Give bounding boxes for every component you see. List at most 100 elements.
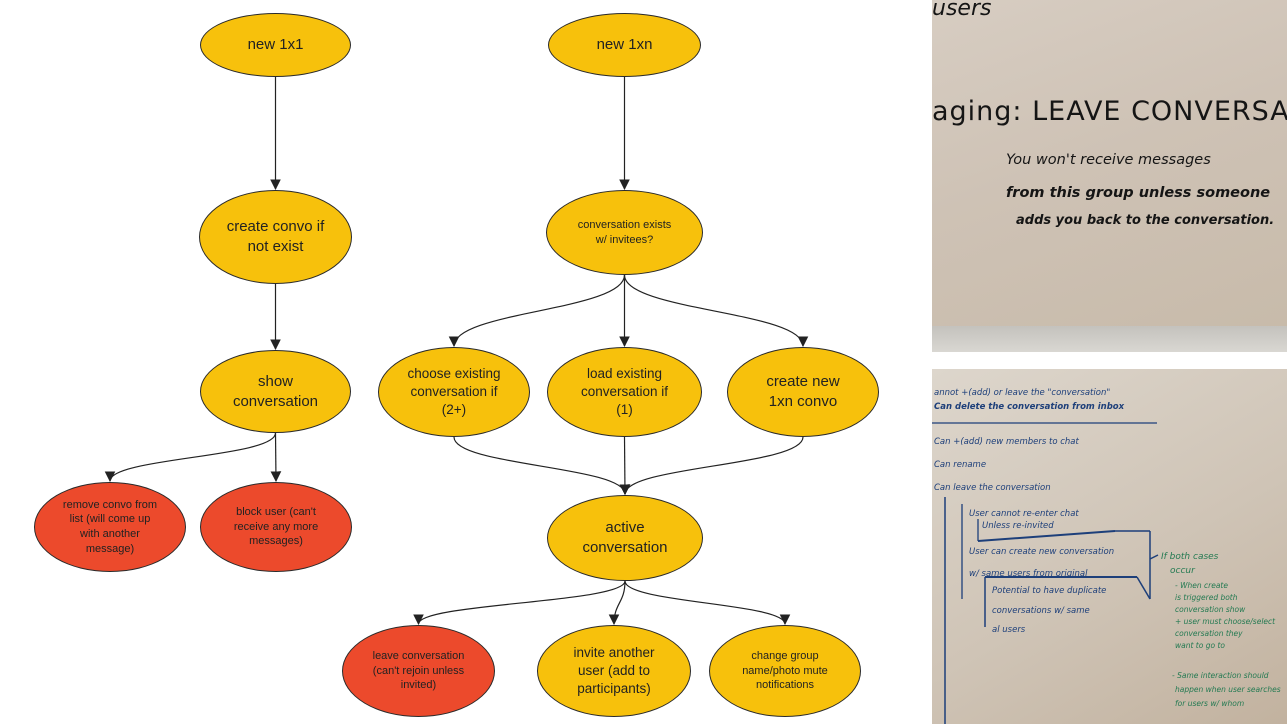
handwritten-line: User cannot re-enter chat xyxy=(969,509,1079,519)
node-label: active conversation xyxy=(582,518,667,558)
handwritten-line: Can delete the conversation from inbox xyxy=(934,402,1125,412)
node-label-line: remove convo from xyxy=(62,498,158,511)
node-create-new-1xn: create new 1xn convo xyxy=(727,347,879,437)
handwritten-note: - When create xyxy=(1175,581,1228,590)
node-label-line: participants) xyxy=(577,680,651,696)
edge-choose-existing-to-active-conversation xyxy=(453,436,631,496)
handwritten-line: Can leave the conversation xyxy=(934,483,1051,493)
node-label-line: conversation xyxy=(232,392,319,410)
node-label: choose existing conversation if(2+) xyxy=(407,365,500,418)
node-label: conversation exists w/ invitees? xyxy=(578,218,672,247)
node-label-line: with another xyxy=(80,528,140,540)
handwritten-note: - Same interaction should xyxy=(1172,671,1269,680)
node-label-line: not exist xyxy=(247,238,304,255)
node-label: create new 1xn convo xyxy=(766,372,839,412)
node-label-line: conversation if xyxy=(580,384,669,400)
handwritten-note: happen when user searches xyxy=(1175,685,1281,694)
node-label-line: create new xyxy=(766,373,840,391)
handwritten-note: + user must choose/select xyxy=(1175,617,1276,626)
node-create-convo: create convo if not exist xyxy=(199,190,352,284)
handwritten-note: want to go to xyxy=(1175,641,1225,650)
node-label-line: show xyxy=(257,372,294,390)
node-label-line: change group xyxy=(751,650,819,663)
node-new-1xn: new 1xn xyxy=(548,13,701,77)
handwritten-line: aging: LEAVE CONVERSATION? xyxy=(932,96,1287,127)
node-label-line: 1xn convo xyxy=(768,393,838,410)
node-label-line: w/ invitees? xyxy=(595,233,654,246)
handwritten-note: conversation show xyxy=(1175,605,1246,614)
handwritten-line: users xyxy=(932,0,992,21)
node-label: create convo if not exist xyxy=(227,217,325,257)
edge-conversation-exists-to-create-new-1xn xyxy=(623,274,809,348)
node-label-line: (2+) xyxy=(441,401,467,417)
handwritten-line: annot +(add) or leave the "conversation" xyxy=(934,388,1111,398)
edge-active-conversation-to-change-group xyxy=(624,580,791,626)
handwritten-line: Unless re-invited xyxy=(982,521,1054,531)
node-label-line: invite another xyxy=(573,645,655,661)
flowchart-connectors xyxy=(104,77,809,626)
node-label-line: conversation exists xyxy=(577,218,672,231)
handwritten-line: conversations w/ same xyxy=(992,606,1090,616)
edge-active-conversation-to-invite-another-user xyxy=(608,580,626,626)
handwritten-note: If both cases xyxy=(1161,552,1219,562)
handwritten-line: Can rename xyxy=(934,460,987,470)
edge-create-new-1xn-to-active-conversation xyxy=(619,436,804,496)
node-label-line: message) xyxy=(85,542,135,555)
handwritten-note: conversation they xyxy=(1175,629,1243,638)
node-label-line: messages) xyxy=(249,535,303,548)
wall-strip xyxy=(932,326,1287,352)
handwritten-line: from this group unless someone xyxy=(1006,185,1271,201)
edge-conversation-exists-to-choose-existing xyxy=(448,274,626,348)
edge-show-conversation-to-remove-convo xyxy=(104,432,277,483)
node-label-line: invited) xyxy=(400,679,437,692)
node-label-line: create convo if xyxy=(226,218,325,236)
handwritten-note: is triggered both xyxy=(1175,593,1238,602)
handwritten-line: You won't receive messages xyxy=(1006,152,1211,168)
handwritten-line: adds you back to the conversation. xyxy=(1016,213,1275,228)
node-label: new 1xn xyxy=(597,35,653,55)
node-label-line: notifications xyxy=(755,679,815,692)
edge-load-existing-to-active-conversation xyxy=(619,436,631,496)
node-label-line: conversation if xyxy=(410,384,498,400)
handwritten-line: w/ same users from original xyxy=(969,569,1088,579)
node-label-line: block user (can't xyxy=(236,506,316,519)
node-conversation-exists: conversation exists w/ invitees? xyxy=(546,190,703,275)
node-label-line: name/photo mute xyxy=(742,664,828,677)
node-label-line: active xyxy=(605,519,645,537)
handwritten-note: occur xyxy=(1170,566,1195,576)
edge-active-conversation-to-leave-conversation xyxy=(413,580,626,626)
handwritten-note: for users w/ whom xyxy=(1175,699,1245,708)
node-label-line: choose existing xyxy=(407,366,501,382)
node-new-1x1: new 1x1 xyxy=(200,13,351,77)
handwritten-line: User can create new conversation xyxy=(969,547,1115,557)
node-label-line: conversation xyxy=(582,539,668,556)
node-label-line: user (add to xyxy=(577,663,651,679)
handwritten-line: al users xyxy=(992,625,1026,635)
node-choose-existing: choose existing conversation if(2+) xyxy=(378,347,530,437)
node-label-line: new 1xn xyxy=(596,36,653,54)
node-label-line: new 1x1 xyxy=(247,36,304,54)
node-show-conversation: show conversation xyxy=(200,350,351,433)
whiteboard-photo-top: users aging: LEAVE CONVERSATION? You won… xyxy=(932,0,1287,352)
whiteboard-ink-marks xyxy=(932,422,1159,724)
node-label: show conversation xyxy=(233,372,318,412)
handwritten-line: Potential to have duplicate xyxy=(992,586,1107,596)
node-label-line: receive any more xyxy=(233,520,319,533)
handwritten-line: Can +(add) new members to chat xyxy=(934,437,1079,447)
edge-show-conversation-to-block-user xyxy=(270,432,282,483)
node-label-line: (1) xyxy=(616,401,633,417)
node-label: new 1x1 xyxy=(248,35,304,55)
node-label-line: (can't rejoin unless xyxy=(372,664,465,677)
whiteboard-photo-bottom: annot +(add) or leave the "conversation"… xyxy=(932,369,1287,724)
